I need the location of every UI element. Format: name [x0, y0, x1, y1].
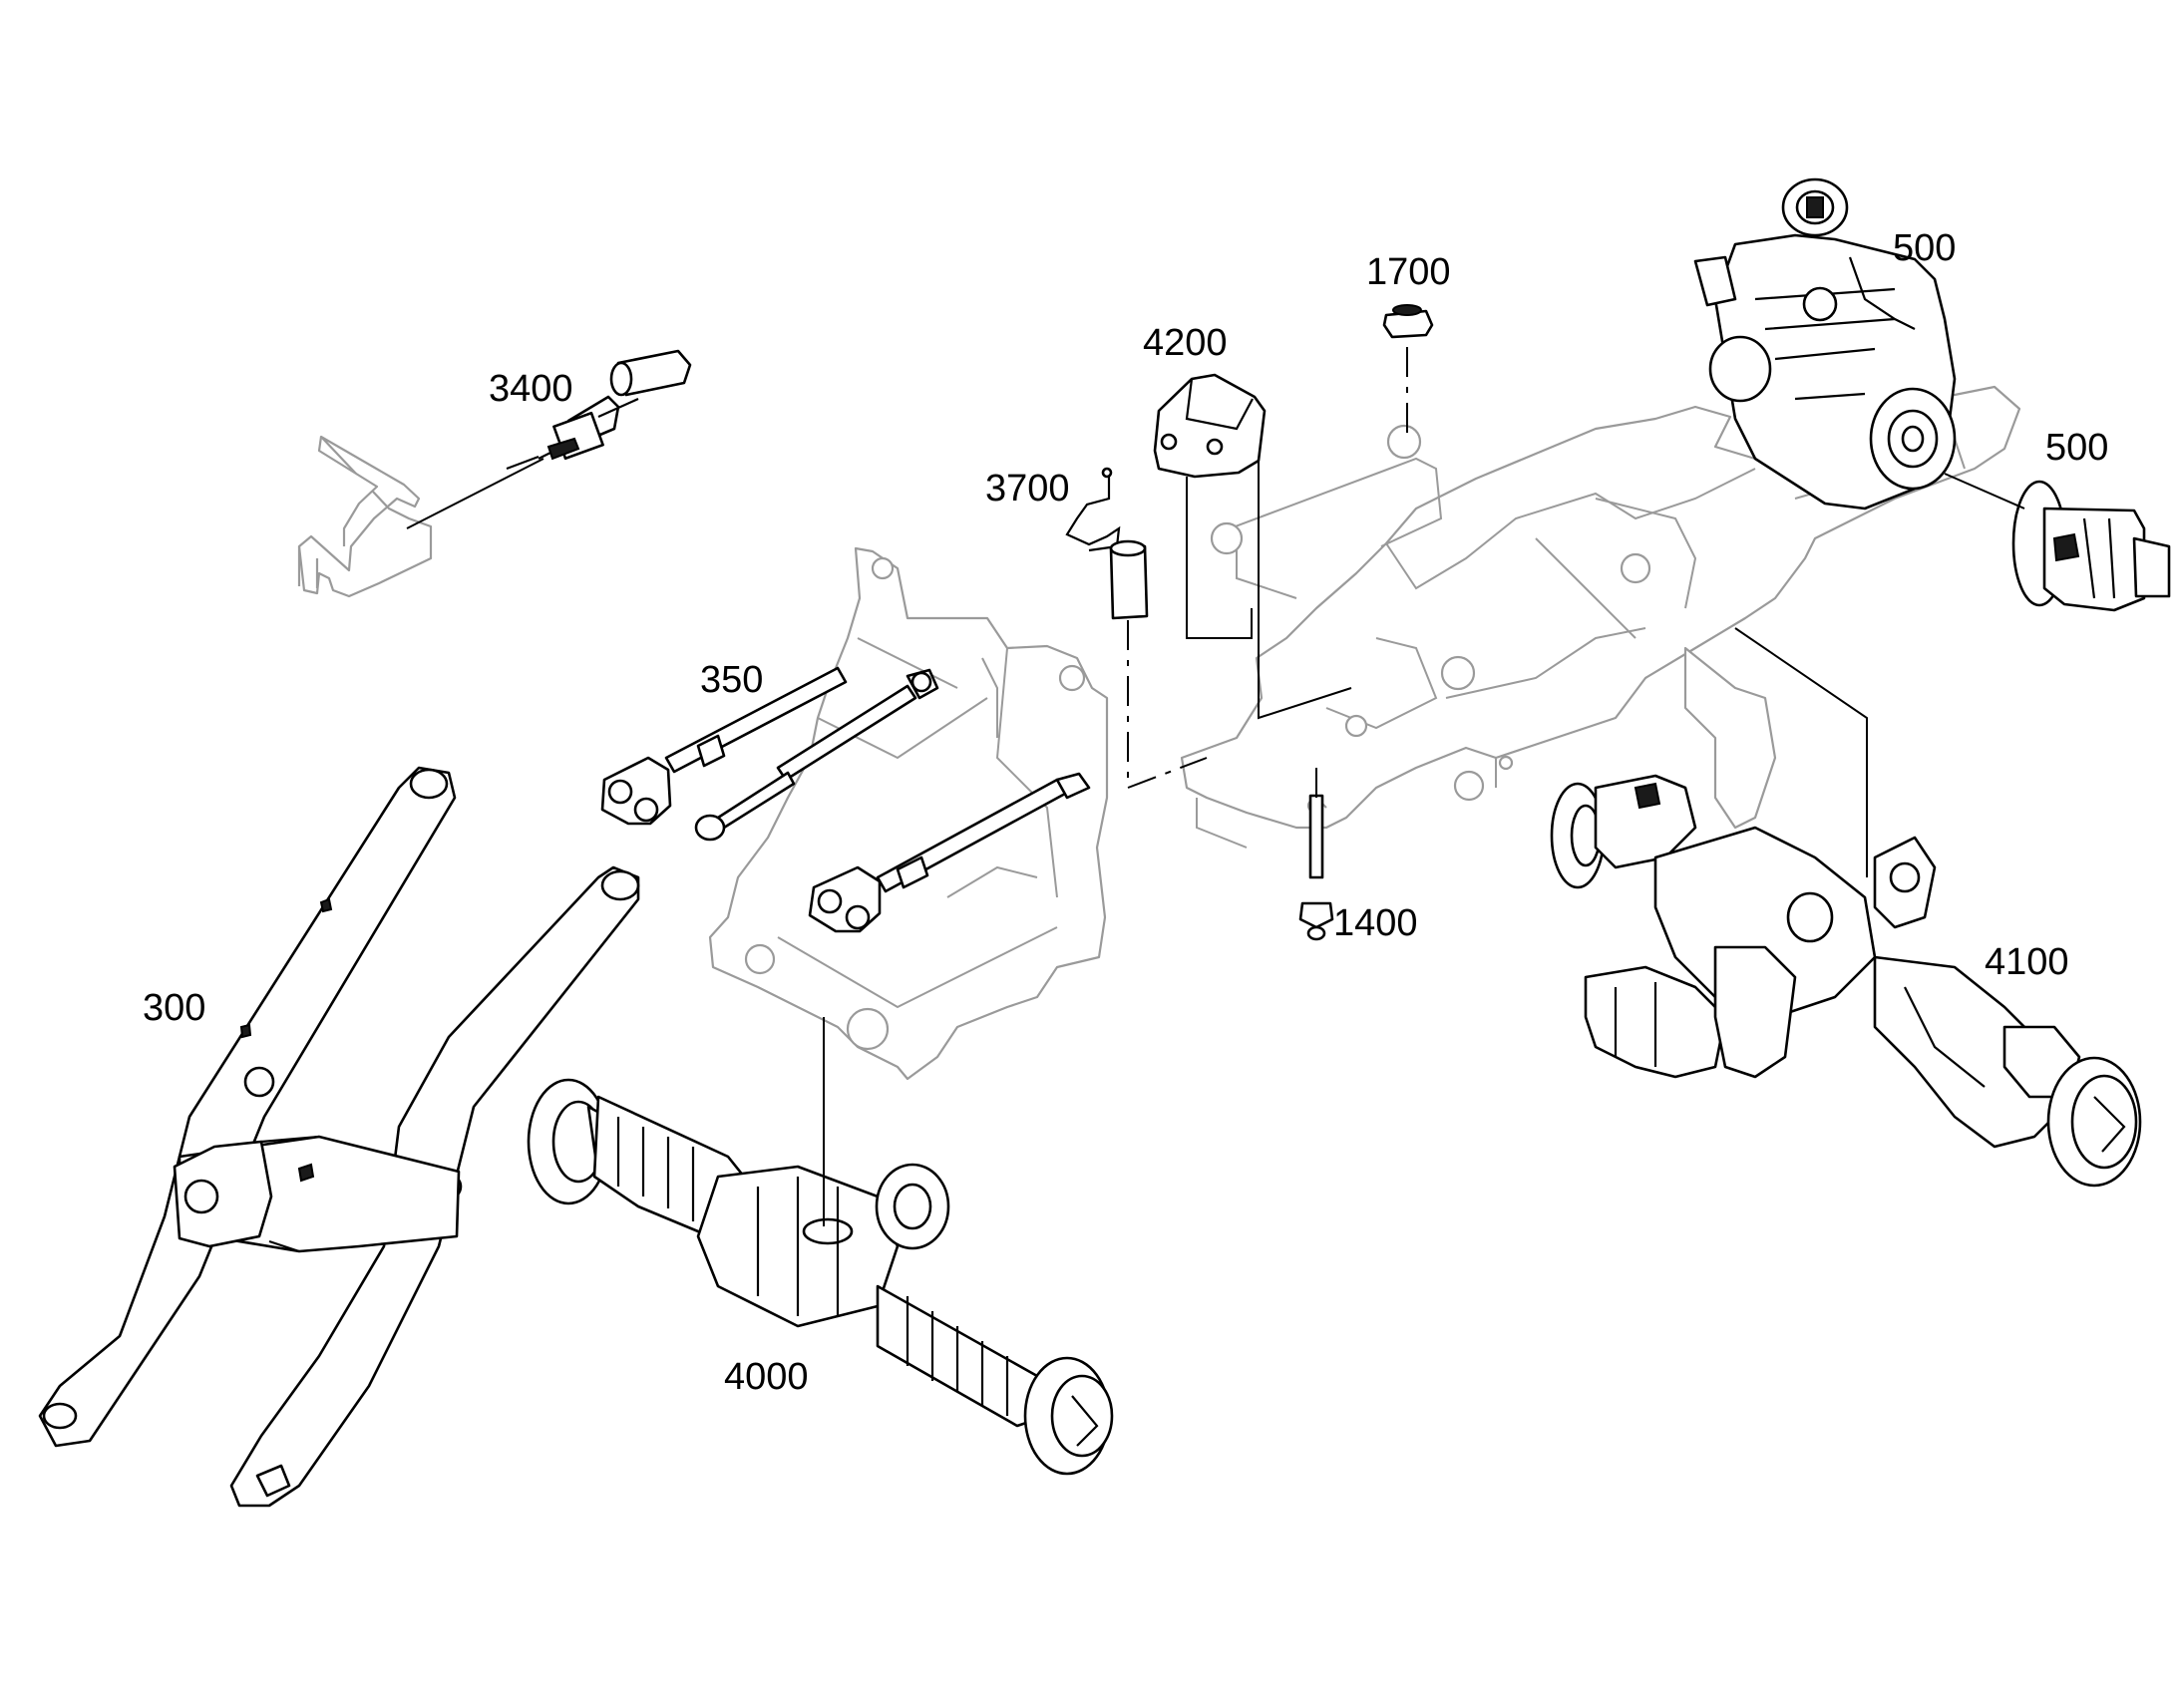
pump-500 [2011, 480, 2171, 612]
label-3400: 3400 [489, 368, 573, 410]
chassis-frame-context [1180, 385, 2021, 849]
cap-1700 [1382, 304, 1434, 339]
label-500-pump: 500 [2045, 427, 2108, 469]
front-axle-4000 [527, 1078, 1114, 1476]
leader-4100 [1734, 627, 1868, 877]
label-1700: 1700 [1366, 251, 1451, 293]
label-300: 300 [143, 987, 205, 1029]
leader-4200 [1186, 477, 1253, 639]
leader-3400 [406, 458, 545, 529]
steering-pedestal-context [297, 435, 433, 598]
part-labels: 300 350 500 500 1400 1700 3400 3700 4000… [143, 227, 2108, 1398]
loader-tower-context [708, 546, 1109, 1081]
leader-4200-b [1258, 459, 1352, 720]
label-350: 350 [700, 659, 763, 701]
leader-lines [406, 347, 2025, 1226]
leader-3700 [1127, 620, 1208, 790]
steering-column-3400 [506, 349, 692, 471]
cylinders-350 [600, 666, 1091, 933]
bracket-4200 [1153, 373, 1267, 479]
label-500-engine: 500 [1893, 227, 1956, 269]
engine-500 [1693, 177, 1957, 511]
bracket-3700 [1065, 467, 1149, 620]
label-4100: 4100 [1985, 941, 2069, 983]
rear-axle-4100 [1550, 774, 2142, 1188]
label-4000: 4000 [724, 1356, 809, 1398]
lift-arms-300 [38, 766, 640, 1508]
label-1400: 1400 [1333, 902, 1418, 944]
leader-500 [1944, 473, 2025, 510]
bolt-1400 [1298, 794, 1334, 941]
label-4200: 4200 [1143, 322, 1228, 364]
label-3700: 3700 [985, 468, 1070, 510]
